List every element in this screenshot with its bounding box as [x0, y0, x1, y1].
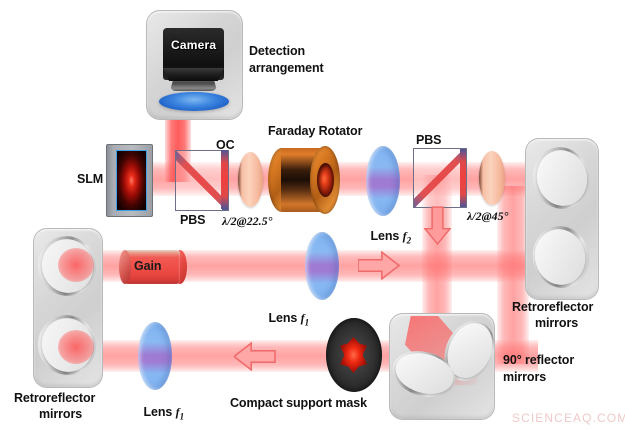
lens-f1-middle-symbol: f: [300, 311, 305, 325]
site-watermark: SCIENCEAQ.COM: [512, 411, 625, 425]
pbs-right-label: PBS: [416, 133, 442, 147]
oc-label: OC: [216, 138, 235, 152]
lens-f1-bottom-word: Lens: [143, 405, 176, 419]
slm-label: SLM: [77, 172, 104, 186]
lens-f1-middle: [305, 232, 339, 300]
pbs-right-cube: [413, 148, 467, 208]
retroreflector-left-lower-spot: [58, 330, 94, 364]
gain-medium-left-cap: [119, 250, 131, 284]
faraday-rotator-bore: [317, 163, 334, 197]
pbs-left-label: PBS: [180, 213, 206, 227]
retroreflector-right-label-line1: Retroreflector: [512, 300, 594, 314]
lens-f2-symbol: f: [402, 229, 407, 243]
camera-label: Camera: [171, 38, 217, 52]
halfwave-plate-45: [479, 151, 505, 205]
halfwave-plate-22-5: [238, 152, 263, 207]
lens-f1-bottom: [138, 322, 172, 390]
lens-f2: [366, 146, 400, 216]
reflector-90-label-line2: mirrors: [503, 370, 547, 384]
detection-arrangement-label-line1: Detection: [249, 44, 306, 58]
lens-f1-bottom-subscript: 1: [179, 411, 185, 422]
pbs-right-right-edge: [460, 149, 466, 207]
pbs-down-arrow: [424, 206, 451, 246]
retroreflector-left-upper-spot: [58, 248, 94, 282]
camera-body-bevel: [163, 68, 224, 81]
middle-rail-right-arrow: [358, 251, 400, 280]
gain-medium-body: [124, 250, 180, 284]
halfwave-45-label: λ/2@45°: [467, 209, 509, 223]
lens-f1-middle-subscript: 1: [304, 317, 310, 328]
lens-f1-bottom-symbol: f: [175, 405, 180, 419]
retroreflector-right-label-line2: mirrors: [535, 316, 579, 330]
gain-medium-label: Gain: [134, 259, 162, 273]
retroreflector-left-label-line1: Retroreflector: [14, 391, 96, 405]
lens-f1-middle-word: Lens: [268, 311, 301, 325]
lens-f2-label: Lens f2: [357, 215, 412, 260]
pbs-right-diagonal-coating: [414, 149, 466, 207]
lens-f1-middle-label: Lens f1: [255, 297, 310, 342]
output-coupler-plate: [221, 150, 228, 209]
detection-arrangement-label-line2: arrangement: [249, 61, 324, 75]
lens-f2-subscript: 2: [406, 235, 412, 246]
camera-blue-aperture: [159, 92, 229, 111]
faraday-rotator-label: Faraday Rotator: [268, 124, 363, 138]
lens-f2-word: Lens: [370, 229, 403, 243]
lens-f1-bottom-label: Lens f1: [130, 391, 185, 430]
reflector-90-label-line1: 90° reflector: [503, 353, 575, 367]
compact-support-mask-label: Compact support mask: [230, 396, 367, 410]
bottom-rail-left-arrow: [234, 342, 276, 371]
retroreflector-left-label-line2: mirrors: [39, 407, 83, 421]
halfwave-22-5-label: λ/2@22.5°: [222, 214, 273, 228]
slm-screen: [116, 150, 147, 211]
